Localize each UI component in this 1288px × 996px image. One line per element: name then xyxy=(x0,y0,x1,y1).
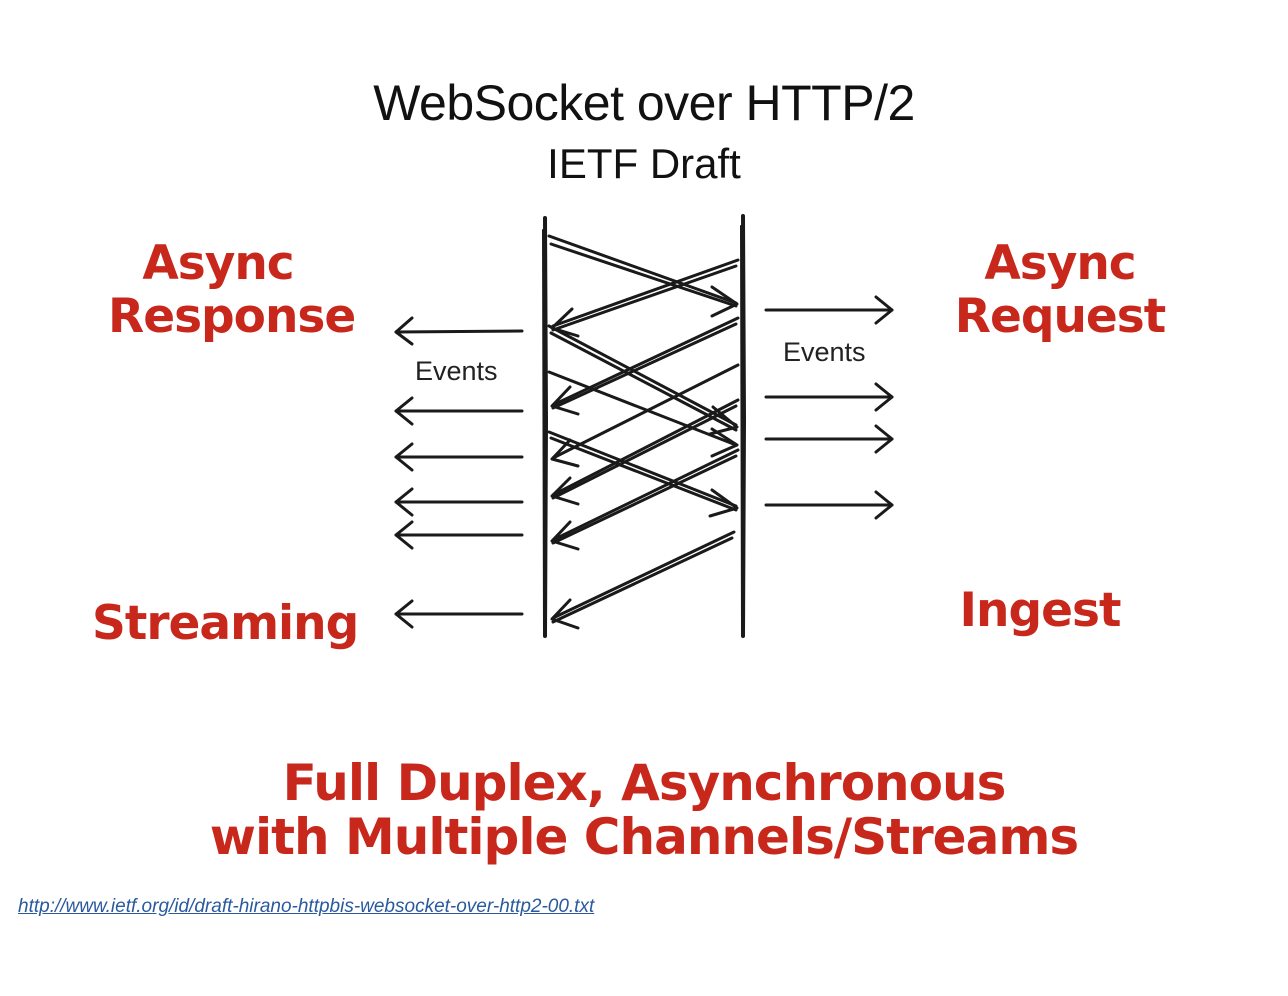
right-event-arrows xyxy=(764,295,894,520)
left-lifeline xyxy=(542,216,548,638)
slide-title: WebSocket over HTTP/2 xyxy=(373,75,915,131)
slide-subtitle: IETF Draft xyxy=(547,140,741,187)
ietf-draft-link[interactable]: http://www.ietf.org/id/draft-hirano-http… xyxy=(18,896,595,917)
tagline-line-1: Full Duplex, Asynchronous xyxy=(282,754,1007,812)
events-right-label: Events xyxy=(783,337,866,367)
ingest-label: Ingest xyxy=(959,583,1122,638)
async-request-label: Async Request xyxy=(954,236,1167,344)
streaming-label: Streaming xyxy=(92,596,359,651)
tagline-line-2: with Multiple Channels/Streams xyxy=(209,808,1079,866)
tagline: Full Duplex, Asynchronous with Multiple … xyxy=(0,756,1288,864)
async-response-label: Async Response xyxy=(108,236,356,344)
client-to-server-messages xyxy=(547,234,739,518)
left-event-arrows xyxy=(394,316,524,629)
right-lifeline xyxy=(740,214,746,638)
events-left-label: Events xyxy=(415,356,498,386)
server-to-client-messages xyxy=(550,258,740,630)
